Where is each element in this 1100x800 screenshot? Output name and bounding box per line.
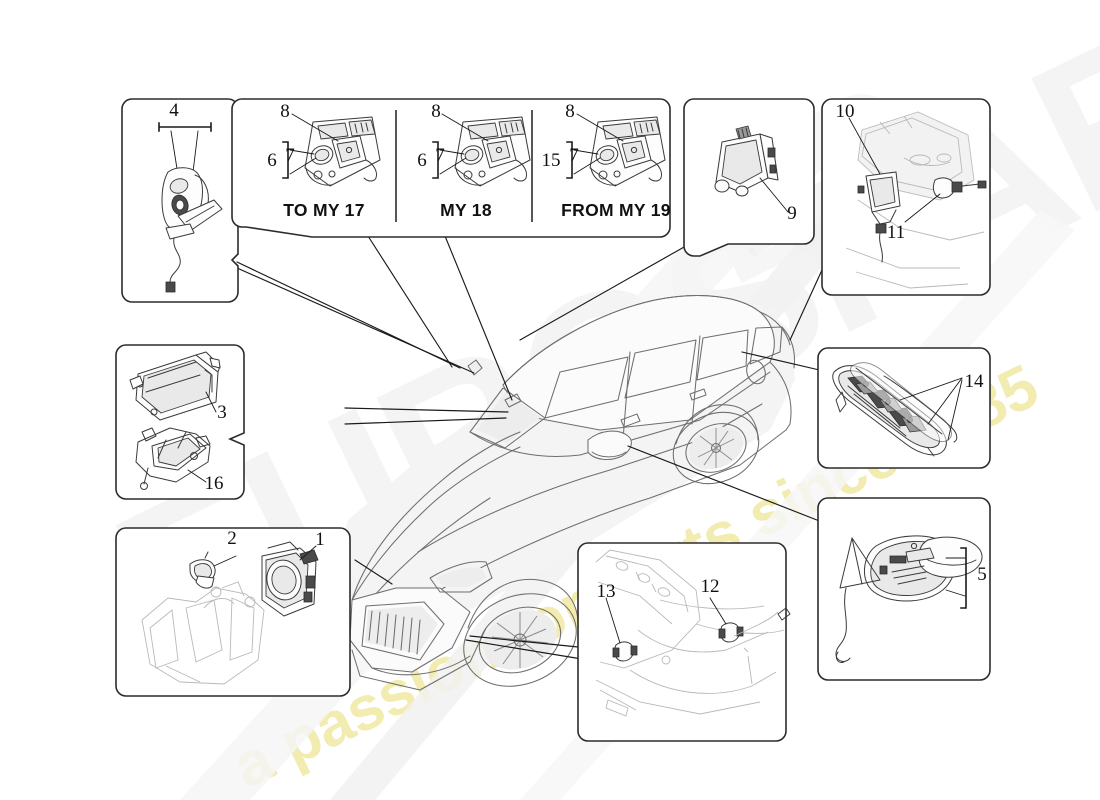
callout-12: 12 bbox=[701, 576, 720, 597]
device-from-my-19 bbox=[566, 113, 666, 187]
leader-lines bbox=[236, 235, 829, 661]
callout-3: 3 bbox=[217, 402, 227, 423]
callout-11: 11 bbox=[887, 222, 905, 243]
callout-16: 16 bbox=[205, 473, 224, 494]
callout-8-b: 8 bbox=[431, 101, 441, 122]
vehicle-illustration bbox=[335, 295, 795, 691]
callout-10: 10 bbox=[836, 101, 855, 122]
callout-6-a: 6 bbox=[267, 150, 277, 171]
callout-5: 5 bbox=[977, 564, 987, 585]
device-to-my-17 bbox=[282, 113, 381, 187]
variant-caption-my-18: MY 18 bbox=[440, 200, 492, 220]
callout-13: 13 bbox=[597, 581, 616, 602]
panel-rain-sensor bbox=[121, 98, 239, 303]
callout-15: 15 bbox=[542, 150, 561, 171]
callout-7-b: 7 bbox=[435, 145, 445, 166]
panel-tail-lamp bbox=[817, 347, 991, 469]
callout-14: 14 bbox=[965, 371, 985, 392]
panel-control-module bbox=[683, 98, 815, 257]
callout-7-a: 7 bbox=[285, 145, 295, 166]
panel-radar-sensor bbox=[115, 527, 351, 697]
callout-8-a: 8 bbox=[280, 101, 290, 122]
front-wheel bbox=[463, 593, 577, 687]
panel-rear-sensors bbox=[821, 98, 991, 296]
panel-exterior-mirror bbox=[817, 497, 991, 681]
panel-parking-sensors bbox=[577, 542, 791, 742]
callout-6-b: 6 bbox=[417, 150, 427, 171]
panel-control-unit-bracket bbox=[115, 344, 245, 500]
callout-2: 2 bbox=[227, 528, 237, 549]
panel-my-variants bbox=[231, 98, 671, 238]
variant-caption-to-my-17: TO MY 17 bbox=[283, 200, 365, 220]
front-grille bbox=[361, 601, 445, 661]
callout-1: 1 bbox=[315, 529, 325, 550]
callout-8-c: 8 bbox=[565, 101, 575, 122]
device-my-18 bbox=[432, 113, 531, 187]
callout-9: 9 bbox=[787, 203, 797, 224]
variant-caption-from-my-19: FROM MY 19 bbox=[561, 200, 671, 220]
callout-7-c: 7 bbox=[569, 145, 579, 166]
callout-4: 4 bbox=[169, 100, 179, 121]
